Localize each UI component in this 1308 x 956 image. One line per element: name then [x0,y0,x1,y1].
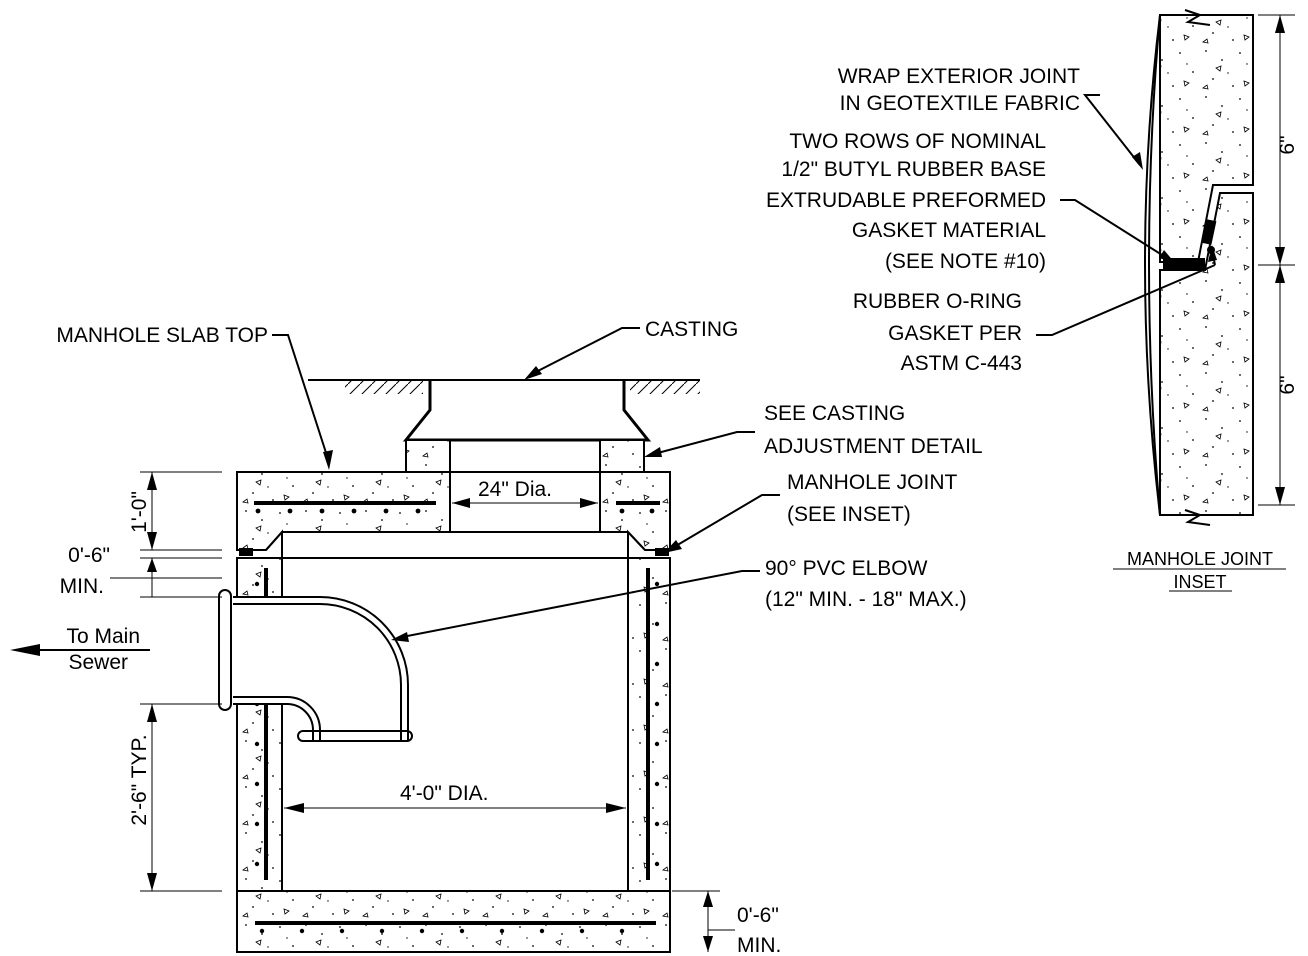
inner-diameter-dimension [284,803,626,813]
label-casting-adj-1: SEE CASTING [764,402,905,425]
label-dim-slab: 1'-0" [128,491,151,533]
label-butyl-3: EXTRUDABLE PREFORMED [766,189,1046,212]
label-dim-base-2: MIN. [737,934,781,956]
inset-title-line-1: MANHOLE JOINT [1127,549,1273,569]
label-casting-adj-2: ADJUSTMENT DETAIL [764,435,983,458]
label-wrap-joint-1: WRAP EXTERIOR JOINT [838,65,1080,88]
label-oring-3: ASTM C-443 [901,352,1022,375]
manhole-barrel-right-wall [627,557,671,892]
adjustment-rings [405,439,645,473]
left-vertical-dimensions [110,471,222,892]
label-mh-joint-2: (SEE INSET) [787,503,911,526]
flow-arrow [10,644,150,656]
label-to-main-1: To Main [66,625,140,648]
label-dim-min-1: 0'-6" [68,544,110,567]
label-opening-dia: 24" Dia. [478,478,552,501]
ground-line [308,379,700,394]
manhole-base [236,890,671,953]
manhole-joint [237,529,670,559]
label-to-main-2: Sewer [68,651,128,674]
joint-inset [1144,9,1254,526]
label-inset-dim-top: 6" [1276,135,1299,154]
casting [402,380,652,442]
label-dim-min-2: MIN. [60,575,104,598]
leader-lines [272,327,780,642]
label-slab-top: MANHOLE SLAB TOP [56,324,268,347]
label-dim-typ: 2'-6" TYP. [128,734,151,825]
label-inset-dim-bottom: 6" [1276,375,1299,394]
inset-leaders [1036,94,1217,336]
label-casting: CASTING [645,318,738,341]
label-butyl-1: TWO ROWS OF NOMINAL [789,130,1046,153]
inset-dimensions [1258,14,1295,506]
label-oring-1: RUBBER O-RING [853,290,1022,313]
base-dimension [672,890,735,952]
label-elbow-1: 90° PVC ELBOW [765,557,928,580]
label-butyl-5: (SEE NOTE #10) [885,250,1046,273]
label-dim-base-1: 0'-6" [737,904,779,927]
label-inner-dia: 4'-0" DIA. [400,782,489,805]
label-butyl-4: GASKET MATERIAL [852,219,1046,242]
inset-title-underline [1113,568,1286,592]
label-elbow-2: (12" MIN. - 18" MAX.) [765,588,967,611]
label-butyl-2: 1/2" BUTYL RUBBER BASE [781,158,1046,181]
pvc-elbow-pipe [218,589,413,742]
label-wrap-joint-2: IN GEOTEXTILE FABRIC [840,92,1080,115]
inset-title-line-2: INSET [1173,572,1226,592]
label-oring-2: GASKET PER [888,322,1022,345]
manhole-slab-top [236,471,671,551]
opening-dimension [452,498,598,508]
label-mh-joint-1: MANHOLE JOINT [787,471,958,494]
